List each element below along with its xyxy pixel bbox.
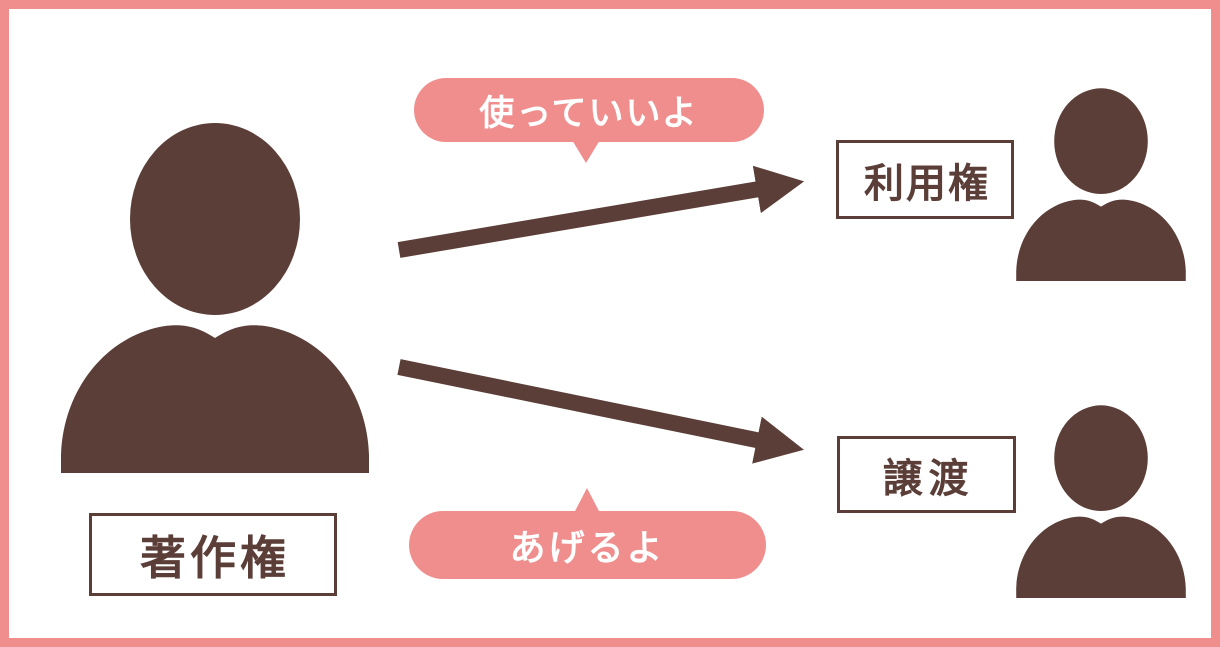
bubble-tail-up-icon — [574, 488, 600, 513]
transfer-label-box: 譲渡 — [837, 436, 1016, 513]
bubble-tail-down-icon — [572, 140, 600, 163]
transfer-label: 譲渡 — [882, 455, 975, 502]
copyright-label: 著作権 — [140, 530, 290, 585]
usage-right-label: 利用権 — [864, 160, 990, 207]
transfer-arrow-icon — [397, 359, 804, 464]
speech-bubble-license: 使っていいよ — [414, 78, 764, 163]
license-arrow-icon — [397, 165, 805, 258]
speech-bubble-license-text: 使っていいよ — [479, 93, 699, 134]
speech-bubble-transfer-text: あげるよ — [509, 528, 666, 569]
copyright-holder-person-icon — [61, 123, 369, 473]
copyright-label-box: 著作権 — [89, 513, 337, 596]
speech-bubble-transfer: あげるよ — [409, 488, 766, 579]
arrows-layer — [397, 165, 805, 464]
transferee-person-icon — [1016, 405, 1186, 598]
licensee-person-icon — [1016, 88, 1186, 281]
usage-right-label-box: 利用権 — [836, 140, 1014, 219]
